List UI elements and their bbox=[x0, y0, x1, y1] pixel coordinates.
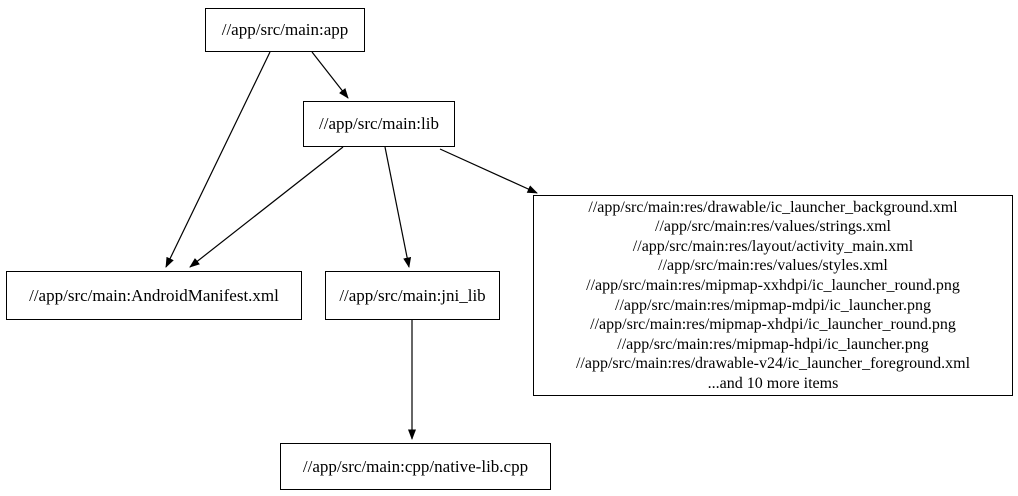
node-android-manifest-label: //app/src/main:AndroidManifest.xml bbox=[29, 285, 279, 305]
edge-lib-to-jni-lib bbox=[384, 146, 412, 268]
node-app-label: //app/src/main:app bbox=[221, 20, 349, 40]
resource-item: //app/src/main:res/mipmap-hdpi/ic_launch… bbox=[617, 335, 929, 353]
resource-item: //app/src/main:res/drawable-v24/ic_launc… bbox=[575, 355, 971, 373]
resource-item: //app/src/main:res/values/styles.xml bbox=[658, 257, 888, 275]
resource-more-items: ...and 10 more items bbox=[707, 374, 839, 392]
edge-app-to-lib bbox=[311, 51, 349, 99]
node-jni-lib: //app/src/main:jni_lib bbox=[325, 271, 500, 320]
node-resources-group: //app/src/main:res/drawable/ic_launcher_… bbox=[533, 195, 1013, 396]
edge-lib-to-resources bbox=[439, 148, 538, 194]
node-native-lib-cpp-label: //app/src/main:cpp/native-lib.cpp bbox=[302, 456, 529, 476]
edge-app-to-manifest bbox=[165, 51, 271, 268]
node-lib-label: //app/src/main:lib bbox=[319, 114, 439, 134]
node-lib: //app/src/main:lib bbox=[303, 101, 455, 147]
resource-item: //app/src/main:res/mipmap-xxhdpi/ic_laun… bbox=[586, 276, 960, 294]
node-app: //app/src/main:app bbox=[205, 8, 365, 52]
resource-item: //app/src/main:res/layout/activity_main.… bbox=[632, 237, 914, 255]
resource-item: //app/src/main:res/mipmap-mdpi/ic_launch… bbox=[615, 296, 931, 314]
resource-item: //app/src/main:res/values/strings.xml bbox=[655, 218, 891, 236]
edge-lib-to-manifest bbox=[189, 146, 344, 268]
node-native-lib-cpp: //app/src/main:cpp/native-lib.cpp bbox=[280, 443, 551, 490]
node-jni-lib-label: //app/src/main:jni_lib bbox=[339, 285, 486, 305]
resource-item: //app/src/main:res/drawable/ic_launcher_… bbox=[588, 198, 958, 216]
node-android-manifest: //app/src/main:AndroidManifest.xml bbox=[6, 271, 302, 320]
resource-item: //app/src/main:res/mipmap-xhdpi/ic_launc… bbox=[590, 316, 956, 334]
